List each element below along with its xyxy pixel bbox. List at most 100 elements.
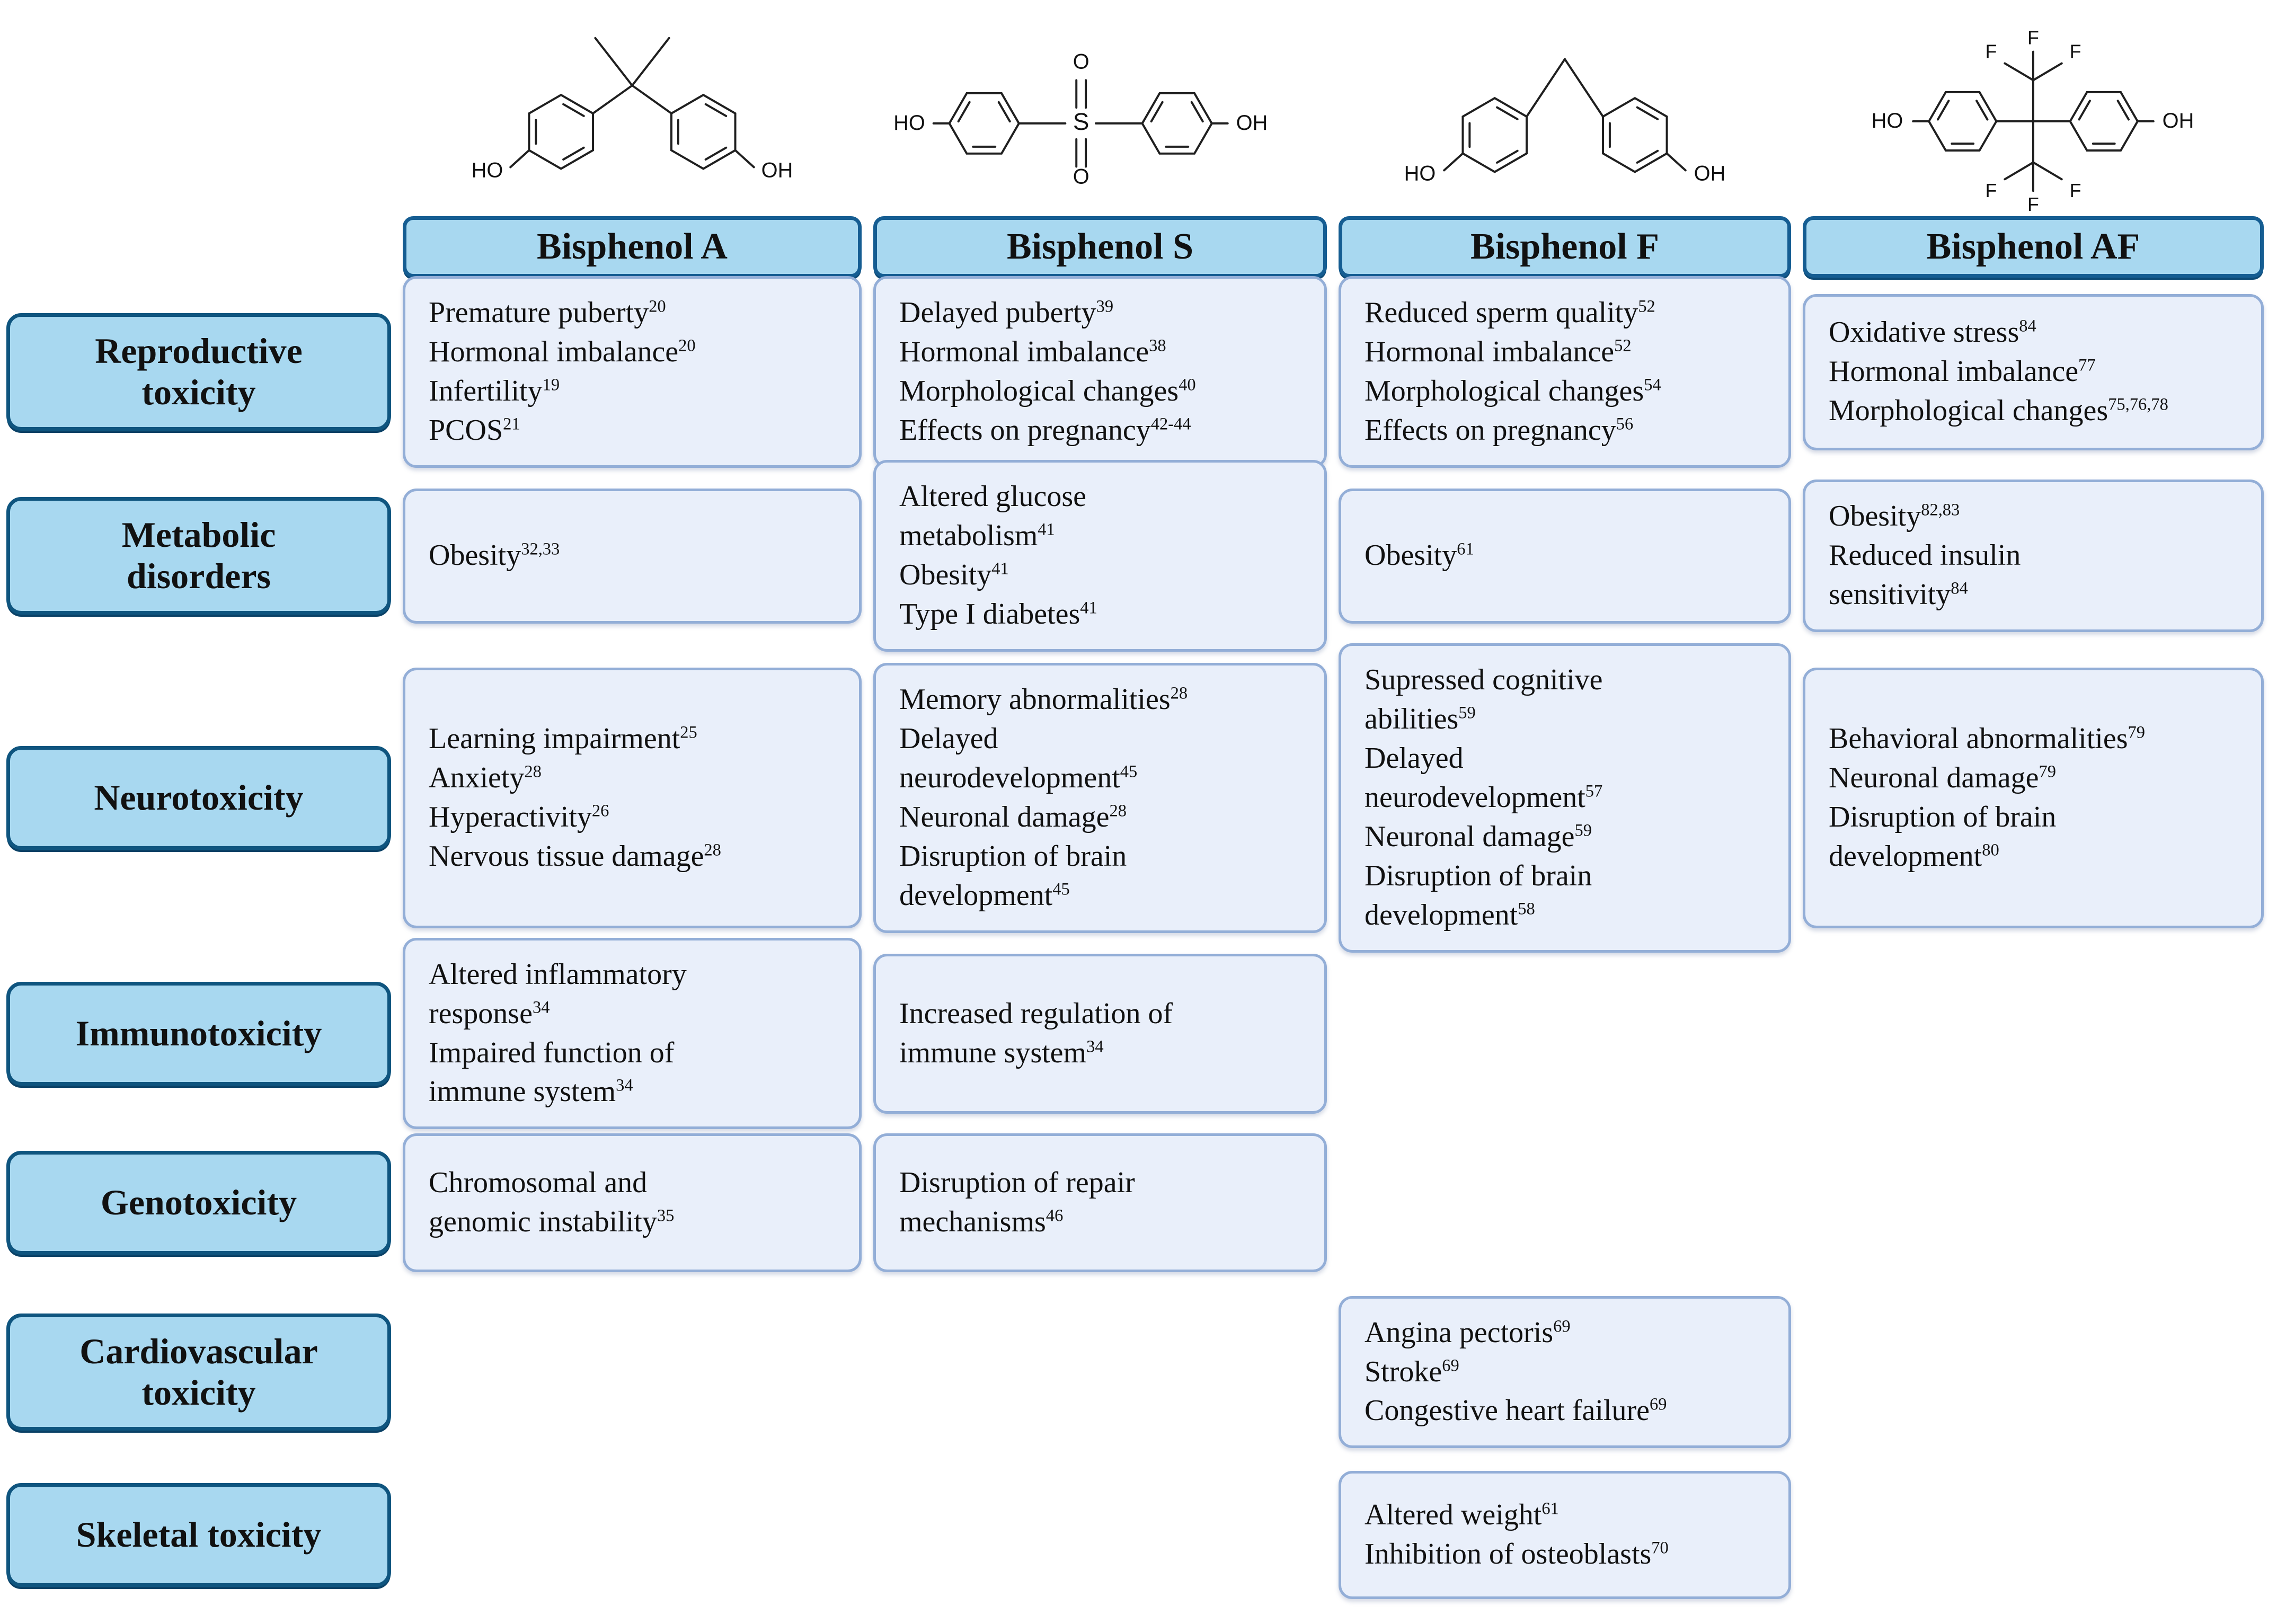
effect-item: Obesity41	[899, 558, 1009, 591]
reference-superscript: 57	[1585, 782, 1603, 801]
benzene-ring	[1141, 92, 1213, 155]
effect-item: Chromosomal and genomic instability35	[429, 1166, 675, 1238]
bond	[1496, 106, 1519, 120]
benzene-ring	[2069, 91, 2139, 152]
reference-superscript: 59	[1458, 703, 1476, 723]
reference-superscript: 46	[1046, 1206, 1064, 1226]
atom-label: F	[2027, 194, 2039, 213]
atom-label: HO	[1404, 162, 1436, 185]
reference-superscript: 77	[2078, 356, 2096, 375]
bond	[594, 37, 633, 87]
cell-bpa-genotoxicity: Chromosomal and genomic instability35	[403, 1133, 862, 1272]
effect-item: Neuronal damage59	[1365, 820, 1592, 853]
bond	[1526, 58, 1566, 118]
effect-item: Altered glucose metabolism41	[899, 480, 1086, 553]
bond	[509, 149, 530, 168]
effect-item: Supressed cognitive abilities59	[1365, 663, 1603, 736]
reference-superscript: 21	[503, 414, 520, 434]
bond	[1665, 152, 1687, 172]
row-label-reproductive-toxicity: Reproductive toxicity	[6, 313, 391, 431]
reference-superscript: 84	[1951, 579, 1968, 598]
header-label: Bisphenol F	[1470, 226, 1659, 267]
header-bisphenol-s: Bisphenol S	[873, 216, 1327, 278]
reference-superscript: 28	[1109, 801, 1127, 821]
effect-item: Effects on pregnancy42-44	[899, 413, 1191, 447]
bond	[704, 103, 728, 117]
bond	[2032, 62, 2063, 82]
bond	[631, 84, 672, 115]
reference-superscript: 25	[680, 723, 697, 742]
bond	[1636, 149, 1659, 164]
reference-superscript: 19	[542, 375, 560, 395]
atom-label: HO	[472, 158, 503, 182]
effect-item: Infertility19	[429, 375, 560, 407]
cell-bps-immunotoxicity: Increased regulation of immune system34	[873, 953, 1327, 1114]
bond	[704, 146, 728, 161]
bisphenol-f-structure-image: HO OH	[1404, 58, 1726, 185]
bond	[1636, 106, 1659, 120]
row-label-genotoxicity: Genotoxicity	[6, 1151, 391, 1255]
effect-item: Hormonal imbalance38	[899, 335, 1166, 369]
effect-item: Oxidative stress84	[1829, 316, 2036, 349]
atom-label: OH	[2163, 109, 2194, 132]
effect-item: Obesity32,33	[429, 539, 560, 572]
reference-superscript: 32,33	[521, 539, 560, 559]
bond	[562, 146, 585, 161]
effect-item: Altered weight61	[1365, 1498, 1559, 1531]
effect-item: Impaired function of immune system34	[429, 1036, 675, 1108]
bond	[562, 103, 585, 117]
cell-bpa-metabolic-disorders: Obesity32,33	[403, 488, 862, 624]
effect-item: Hormonal imbalance52	[1365, 335, 1632, 369]
row-label-metabolic-disorders: Metabolic disorders	[6, 497, 391, 615]
atom-label: F	[1985, 180, 1997, 201]
effect-item: Learning impairment25	[429, 722, 697, 756]
bond	[734, 149, 755, 168]
reference-superscript: 59	[1574, 821, 1592, 840]
reference-superscript: 28	[524, 762, 542, 782]
effect-item: Behavioral abnormalities79	[1829, 722, 2145, 756]
bond	[997, 101, 1011, 123]
effect-item: Premature puberty20	[429, 296, 666, 330]
bond	[631, 37, 670, 87]
atom-label: F	[2070, 180, 2081, 201]
header-bisphenol-af: Bisphenol AF	[1803, 216, 2264, 278]
bond	[1975, 100, 1989, 121]
reference-superscript: 42-44	[1150, 414, 1191, 434]
reference-superscript: 54	[1644, 375, 1661, 395]
reference-superscript: 34	[1086, 1036, 1104, 1056]
effect-item: Angina pectoris69	[1365, 1316, 1571, 1349]
effect-item: Increased regulation of immune system34	[899, 997, 1173, 1069]
bond	[1150, 101, 1164, 123]
reference-superscript: 61	[1541, 1498, 1559, 1518]
atom-label: OH	[1694, 162, 1726, 185]
effect-item: Anxiety28	[429, 761, 542, 795]
row-label-immunotoxicity: Immunotoxicity	[6, 981, 391, 1086]
reference-superscript: 34	[616, 1076, 633, 1095]
reference-superscript: 69	[1442, 1355, 1459, 1375]
effect-item: PCOS21	[429, 413, 520, 447]
reference-superscript: 79	[2039, 762, 2056, 782]
reference-superscript: 41	[991, 559, 1009, 579]
effect-item: Reduced insulin sensitivity84	[1829, 539, 2021, 611]
bond	[2004, 161, 2034, 181]
effect-item: Type I diabetes41	[899, 597, 1097, 631]
effect-item: Disruption of brain development58	[1365, 859, 1592, 931]
effect-item: Obesity82,83	[1829, 500, 1960, 533]
bond	[2004, 62, 2034, 82]
atom-label: O	[1073, 50, 1089, 73]
row-label-neurotoxicity: Neurotoxicity	[6, 746, 391, 850]
bond	[2032, 161, 2063, 181]
effect-item: Delayed puberty39	[899, 296, 1114, 330]
